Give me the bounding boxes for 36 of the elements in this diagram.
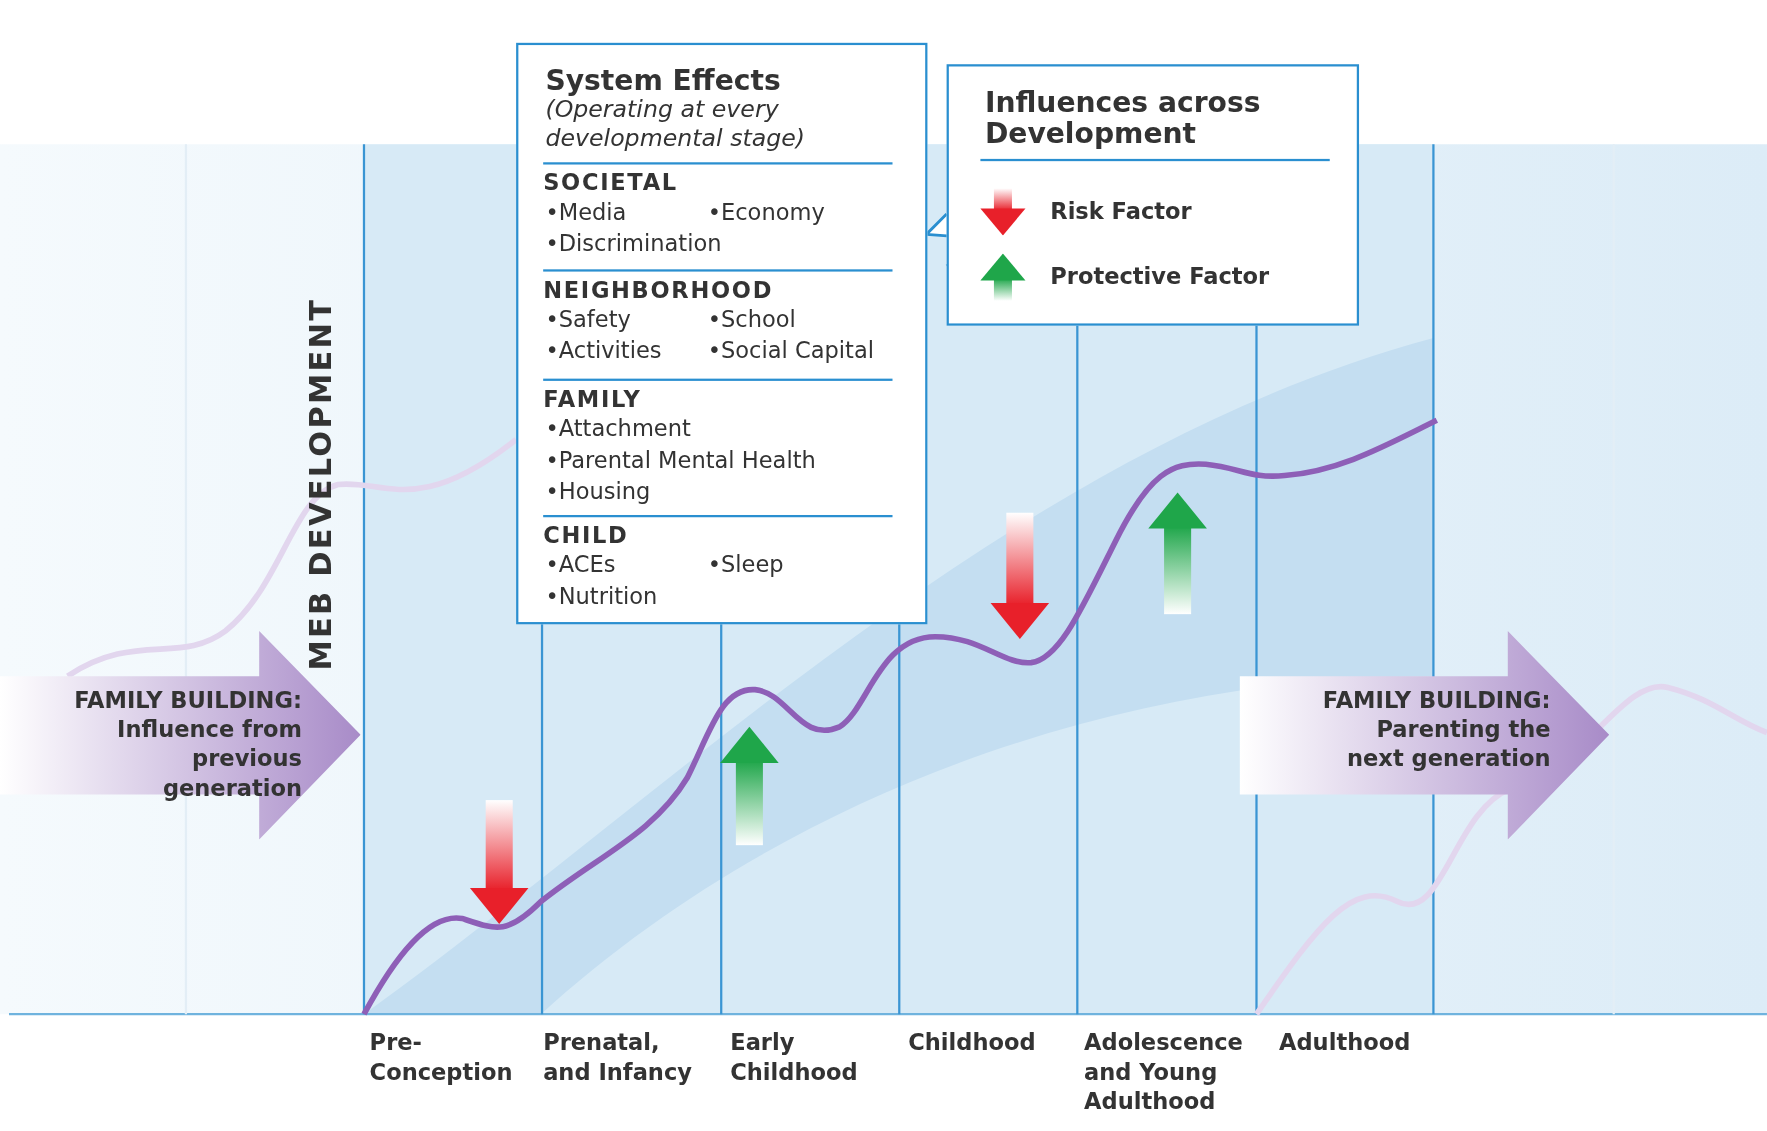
stage-label: Pre- Conception: [369, 1027, 514, 1087]
list-item: •Parental Mental Health: [545, 446, 816, 474]
list-item: •Activities: [545, 336, 662, 364]
arrow-heading: FAMILY BUILDING:: [74, 685, 302, 715]
list-item: •Sleep: [707, 551, 784, 579]
list-item: •Safety: [545, 305, 631, 333]
box-title: System Effects: [545, 65, 781, 97]
section-heading: SOCIETAL: [543, 169, 678, 197]
legend-box: [946, 64, 1360, 326]
axis-title: MEB DEVELOPMENT: [302, 297, 340, 671]
stage-label: Early Childhood: [730, 1027, 859, 1087]
callout-box: [516, 42, 928, 625]
list-item: •Economy: [707, 198, 825, 226]
box-title: Influences across Development: [984, 86, 1262, 150]
stage-label: Adolescence and Young Adulthood: [1084, 1027, 1244, 1116]
family-building-arrow: [1239, 631, 1610, 840]
stage-label: Prenatal, and Infancy: [543, 1027, 693, 1087]
box-subtitle: (Operating at every developmental stage): [545, 95, 807, 154]
list-item: •ACEs: [545, 551, 616, 579]
section-heading: FAMILY: [543, 385, 642, 413]
list-item: •Attachment: [545, 414, 691, 442]
list-item: •Media: [545, 198, 627, 226]
section-heading: NEIGHBORHOOD: [543, 276, 774, 304]
legend-label: Risk Factor: [1050, 197, 1192, 225]
list-item: •Nutrition: [545, 582, 658, 610]
list-item: •School: [707, 305, 796, 333]
section-heading: CHILD: [543, 521, 629, 549]
stage-label: Childhood: [908, 1027, 1037, 1058]
arrow-heading: FAMILY BUILDING:: [1322, 685, 1551, 715]
arrow-text: Parenting the next generation: [1346, 714, 1551, 774]
list-item: •Housing: [545, 477, 651, 505]
arrow-text: Influence from previous generation: [116, 714, 302, 803]
list-item: •Social Capital: [707, 336, 874, 364]
stage-label: Adulthood: [1279, 1027, 1412, 1058]
list-item: •Discrimination: [545, 229, 722, 257]
legend-label: Protective Factor: [1050, 262, 1270, 290]
